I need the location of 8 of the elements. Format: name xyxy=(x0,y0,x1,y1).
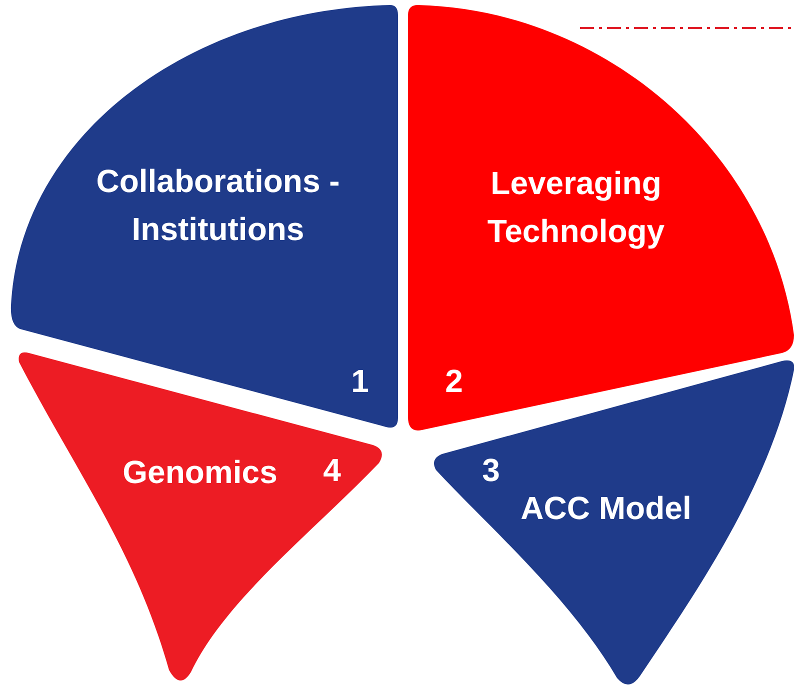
segment-number: 2 xyxy=(445,362,463,401)
segment-number: 4 xyxy=(323,451,341,490)
segment-label: Collaborations - Institutions xyxy=(95,162,341,249)
segment-label: Genomics xyxy=(122,453,278,492)
segment-number: 3 xyxy=(482,451,500,490)
segment-label: Leveraging Technology xyxy=(486,164,666,251)
segment-number: 1 xyxy=(351,362,369,401)
segment-label: ACC Model xyxy=(520,489,692,528)
